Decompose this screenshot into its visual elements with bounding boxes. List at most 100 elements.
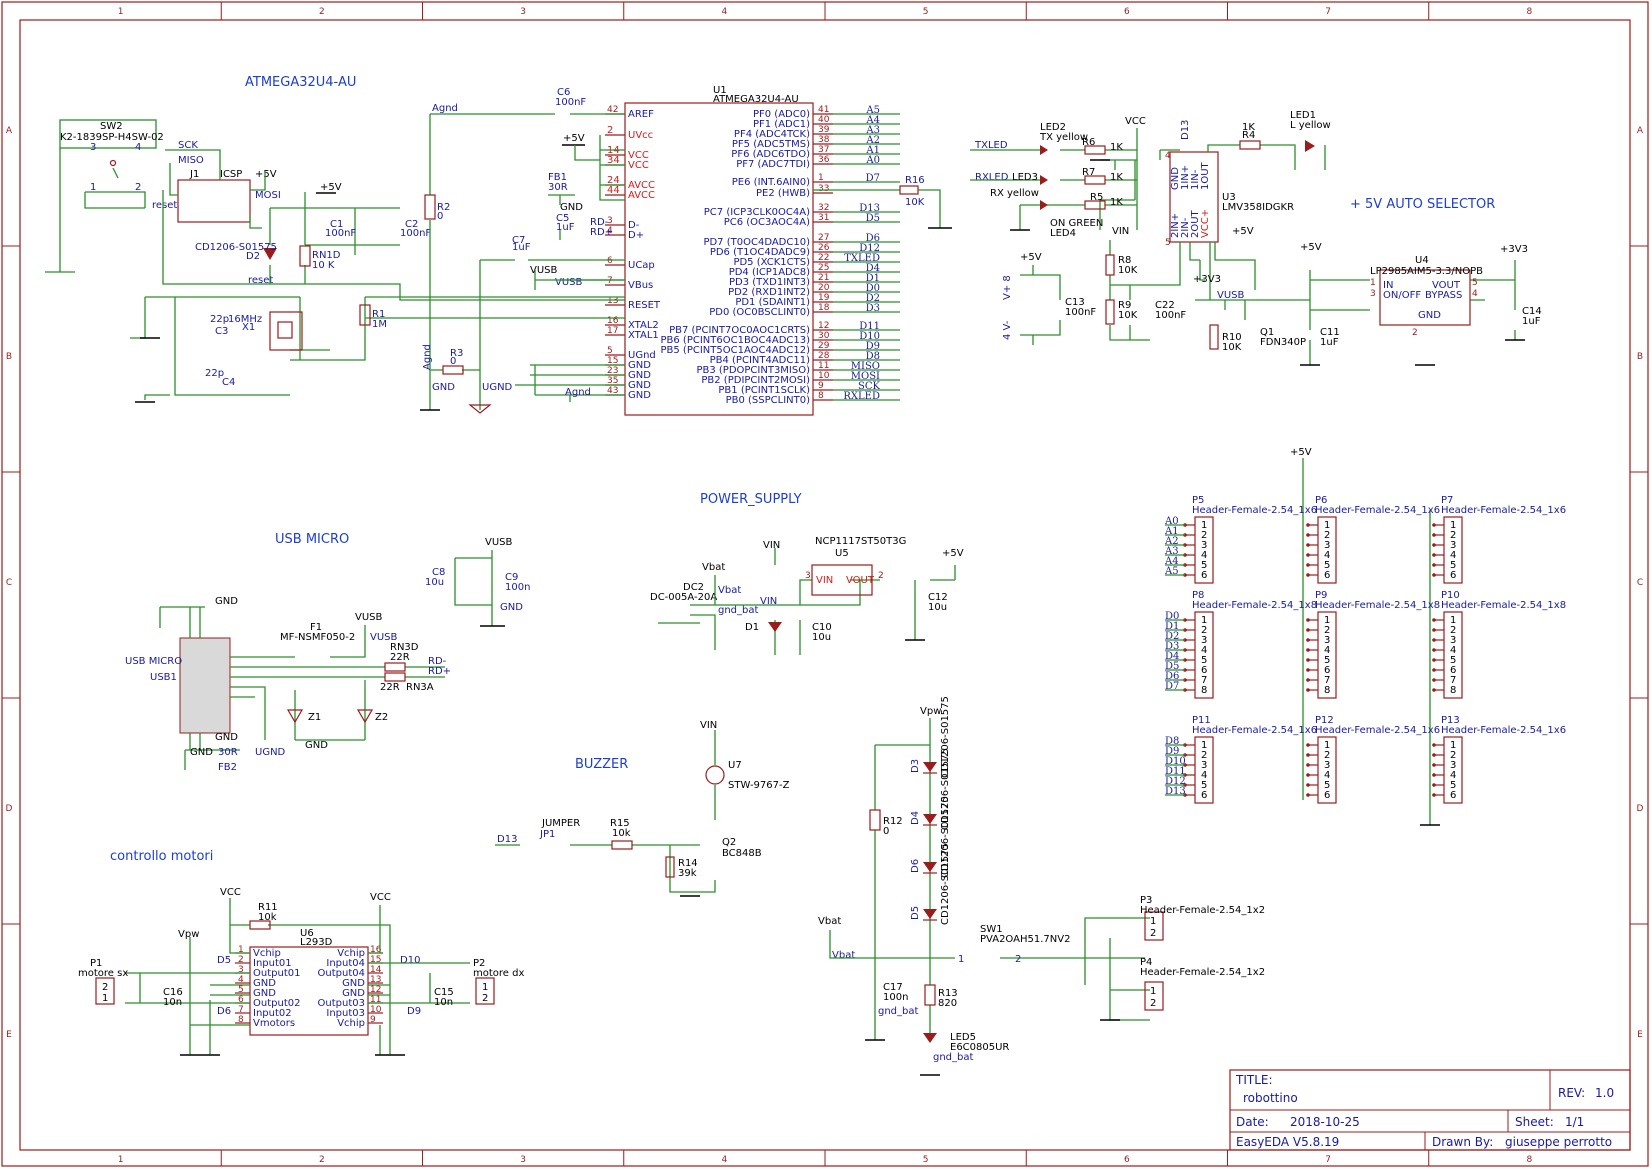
p7-pin-2: 2 (1450, 530, 1456, 541)
u1-pin-37: 37 (818, 145, 829, 155)
section-title-power: POWER_SUPPLY (700, 492, 802, 507)
net-3v3-selector: +3V3 (1193, 274, 1221, 285)
x1-value: 16MHz (228, 314, 262, 325)
u1-net-d4: D4 (866, 263, 880, 274)
u6-pinname-3: Output01 (253, 968, 300, 979)
p8-net-d6: D6 (1165, 671, 1179, 682)
u1-pinname-35: GND (628, 380, 651, 391)
u5-pin3: 3 (805, 571, 811, 581)
r12-ref: R12 (883, 816, 903, 827)
r4-ref: R4 (1242, 130, 1255, 141)
reset-and-crystal-circuit: +5V C1 100nF C2 100nF RN1D 10 K CD1206-S… (130, 182, 625, 403)
led5-ref: LED5 (950, 1032, 976, 1043)
u6-pinname-7: Input02 (253, 1008, 292, 1019)
p8-pin-2: 2 (1201, 625, 1207, 636)
p5-pin-6: 6 (1201, 570, 1207, 581)
p13-ref: P13 (1441, 715, 1460, 726)
net-vbat-dc-2: Vbat (718, 585, 741, 596)
u1-net-a2: A2 (865, 135, 880, 146)
border-col-4: 4 (722, 7, 728, 17)
r15-value: 10k (612, 828, 631, 839)
u3-bottom-pin-1: 2IN- (1180, 217, 1191, 238)
u1-pinname-23: GND (628, 370, 651, 381)
net-vpw-diodes: Vpw (920, 706, 941, 717)
p8-pin-8: 8 (1201, 685, 1207, 696)
d5-ref: D5 (910, 906, 921, 920)
date-value: 2018-10-25 (1290, 1115, 1360, 1129)
u6-pin-15: 15 (370, 955, 381, 965)
p1-pin-1: 1 (102, 993, 108, 1004)
d4-symbol (923, 814, 937, 824)
net-vcc-u6-right: VCC (370, 892, 391, 903)
c7-value: 1uF (512, 242, 531, 253)
u1-pin-1: 1 (818, 173, 824, 183)
power-supply-circuit: Vbat Vbat gnd_bat DC2 DC-005A-20A VIN VI… (650, 536, 964, 655)
p3-pin-2: 2 (1150, 928, 1156, 939)
p11-pin-1: 1 (1201, 740, 1207, 751)
p11-net-d12: D12 (1165, 776, 1186, 787)
border-col-bottom-7: 7 (1325, 1155, 1331, 1165)
c13-ref: C13 (1065, 297, 1085, 308)
p2-ref: P2 (473, 958, 485, 969)
rn3d-value: 22R (390, 652, 410, 663)
u1-pin-35: 35 (607, 376, 618, 386)
u1-pinname-18: PD0 (OC0BSCLINT0) (709, 307, 810, 318)
u3-pin-vin-num: 5 (1165, 238, 1171, 248)
z2-ref: Z2 (375, 712, 388, 723)
p12-ref: P12 (1315, 715, 1334, 726)
p4-pin-2: 2 (1150, 998, 1156, 1009)
net-5v-headers: +5V (1290, 447, 1312, 458)
r7-value: 1K (1110, 172, 1123, 183)
net-vin-selector: VIN (1112, 226, 1129, 237)
u1-pin-20: 20 (818, 283, 830, 293)
section-title-auto-selector: + 5V AUTO SELECTOR (1350, 197, 1495, 212)
p13-part: Header-Female-2.54_1x6 (1441, 725, 1566, 736)
u1-pinname-22: PD5 (XCK1CTS) (733, 257, 810, 268)
p12-pin-4: 4 (1324, 770, 1330, 781)
border-row-right-E: E (1637, 1030, 1643, 1040)
border-col-bottom-4: 4 (722, 1155, 728, 1165)
p13-pin-6: 6 (1450, 790, 1456, 801)
u1-net-d8: D8 (866, 351, 880, 362)
u1-pinname-12: PB7 (PCINT7OC0AOC1CRTS) (669, 325, 810, 336)
p10-part: Header-Female-2.54_1x8 (1441, 600, 1566, 611)
u1-pinname-27: PD7 (T0OC4DADC10) (703, 237, 810, 248)
p5-pin-1: 1 (1201, 520, 1207, 531)
u1-pinname-33: PE2 (HWB) (756, 188, 810, 199)
p12-pin-3: 3 (1324, 760, 1330, 771)
sw2-part: K2-1839SP-H4SW-02 (60, 132, 164, 143)
u7-ref: U7 (728, 760, 742, 771)
u1-pinname-37: PF6 (ADC6TDO) (731, 149, 810, 160)
u1-pin-18: 18 (818, 303, 830, 313)
u1-pin-15: 15 (607, 356, 618, 366)
led3-ref: LED3 (1012, 172, 1038, 183)
net-gnd-tvs: GND (305, 740, 328, 751)
net-rd-plus-usb: RD+ (428, 666, 451, 677)
net-rxled-led: RXLED (975, 172, 1009, 183)
d6-value: CD1206-S01575 (940, 796, 951, 878)
border-col-1: 1 (118, 7, 124, 17)
c1-ref: C1 (330, 219, 343, 230)
u6-pin-16: 16 (370, 945, 382, 955)
border-row-B: B (6, 352, 12, 362)
r15-ref: R15 (610, 818, 630, 829)
r11-value: 10k (258, 912, 277, 923)
p12-pin-2: 2 (1324, 750, 1330, 761)
u1-net-d6: D6 (866, 233, 880, 244)
p2-pin-2: 2 (482, 993, 488, 1004)
net-ugnd: UGND (482, 382, 513, 393)
d6-ref: D6 (910, 859, 921, 873)
net-vin-ps: VIN (760, 596, 777, 607)
icsp-label: ICSP (220, 169, 242, 180)
net-mosi: MOSI (255, 190, 281, 201)
r11-ref: R11 (258, 902, 278, 913)
p12-pin-6: 6 (1324, 790, 1330, 801)
u3-top-pin-0: GND (1170, 167, 1181, 190)
sw1-value: PVA2OAH51.7NV2 (980, 934, 1070, 945)
u6-pinname-15: Input04 (326, 958, 365, 969)
p5-net-a2: A2 (1164, 536, 1179, 547)
c5-value: 1uF (556, 222, 575, 233)
net-5v-reg: +5V (942, 548, 964, 559)
c2-value: 100nF (400, 228, 431, 239)
u1-net-txled: TXLED (844, 253, 880, 264)
